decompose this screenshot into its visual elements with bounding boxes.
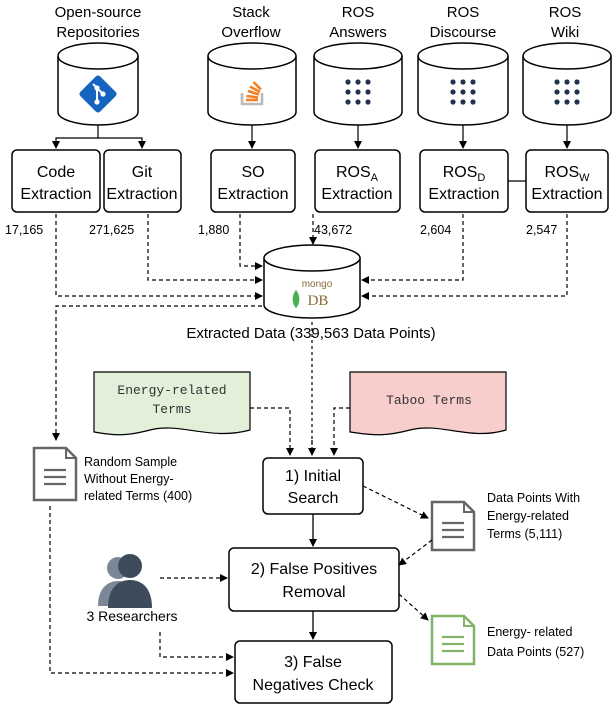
source-label-rosa-2: Answers xyxy=(329,24,387,41)
git-icon xyxy=(79,75,117,113)
rosd-extraction-label-2: Extraction xyxy=(428,186,499,203)
energy-terms-doc xyxy=(93,371,251,436)
flow-connectors xyxy=(49,485,433,677)
code-extraction-label: Code xyxy=(37,164,75,181)
git-extraction-box xyxy=(103,149,182,213)
data-points-label-3: Terms (5,111) xyxy=(487,527,562,541)
false-positives-label-2: Removal xyxy=(282,584,345,601)
git-extraction-label-2: Extraction xyxy=(106,186,177,203)
taboo-terms-doc xyxy=(349,371,507,436)
code-count: 17,165 xyxy=(5,223,43,237)
source-connectors xyxy=(52,125,571,182)
so-count: 1,880 xyxy=(198,223,229,237)
ros-discourse-icon xyxy=(450,79,476,105)
source-label-rosw-2: Wiki xyxy=(551,24,579,41)
so-extraction-label: SO xyxy=(241,164,264,181)
source-label-stack: Stack xyxy=(232,4,270,21)
false-negatives-label-2: Negatives Check xyxy=(253,677,375,694)
code-extraction-box xyxy=(11,149,101,213)
data-points-label-2: Energy-related xyxy=(487,509,569,523)
source-label-rosd: ROS xyxy=(447,4,480,21)
initial-search-label-2: Search xyxy=(288,490,339,507)
mongo-logo-bottom: DB xyxy=(308,293,329,309)
random-sample-doc-icon xyxy=(32,446,78,502)
rosd-extraction-label: ROSD xyxy=(443,164,486,184)
rosw-count: 2,547 xyxy=(526,223,557,237)
random-sample-label-2: Without Energy- xyxy=(84,472,174,486)
false-positives-box xyxy=(228,547,400,612)
stack-overflow-icon xyxy=(240,81,264,106)
source-label-repos-2: Repositories xyxy=(56,24,139,41)
rosw-extraction-label: ROSW xyxy=(544,164,590,184)
terms-connectors xyxy=(250,322,350,456)
rosa-extraction-label-2: Extraction xyxy=(321,186,392,203)
energy-terms-label: Energy-related xyxy=(117,383,226,398)
extraction-connectors xyxy=(52,214,568,441)
code-extraction-label-2: Extraction xyxy=(20,186,91,203)
rosw-extraction-box xyxy=(525,149,609,213)
rosd-extraction-box xyxy=(419,149,509,213)
git-count: 271,625 xyxy=(89,223,134,237)
false-negatives-label: 3) False xyxy=(284,654,342,671)
mongodb-leaf-icon xyxy=(292,290,300,308)
false-positives-label: 2) False Positives xyxy=(251,561,377,578)
rosw-extraction-label-2: Extraction xyxy=(531,186,602,203)
ros-answers-icon xyxy=(345,79,371,105)
rosa-extraction-label: ROSA xyxy=(336,164,379,184)
so-extraction-label-2: Extraction xyxy=(217,186,288,203)
extracted-data-caption: Extracted Data (339,563 Data Points) xyxy=(186,325,435,342)
rosa-count: 43,672 xyxy=(314,223,352,237)
energy-data-label: Energy- related xyxy=(487,625,573,639)
initial-search-label: 1) Initial xyxy=(285,468,341,485)
false-negatives-box xyxy=(234,640,393,704)
rosd-count: 2,604 xyxy=(420,223,451,237)
source-label-rosa: ROS xyxy=(342,4,375,21)
energy-terms-label-2: Terms xyxy=(152,402,191,417)
ros-wiki-icon xyxy=(554,79,580,105)
source-label-rosw: ROS xyxy=(549,4,582,21)
database-stack xyxy=(207,42,297,126)
git-extraction-label: Git xyxy=(132,164,153,181)
researchers-icon xyxy=(98,554,152,608)
mongo-logo-top: mongo xyxy=(302,279,333,290)
rosa-extraction-box xyxy=(314,149,401,213)
energy-data-doc-icon xyxy=(430,614,476,666)
data-points-label: Data Points With xyxy=(487,491,580,505)
random-sample-label-3: related Terms (400) xyxy=(84,489,192,503)
random-sample-label: Random Sample xyxy=(84,455,177,469)
source-label-stack-2: Overflow xyxy=(221,24,280,41)
data-points-doc-icon xyxy=(430,500,476,552)
source-label-repos: Open-source xyxy=(55,4,142,21)
mongodb-database xyxy=(263,244,361,319)
so-extraction-box xyxy=(210,149,296,213)
taboo-terms-label: Taboo Terms xyxy=(386,393,472,408)
source-label-rosd-2: Discourse xyxy=(430,24,497,41)
researchers-label: 3 Researchers xyxy=(86,608,177,624)
energy-data-label-2: Data Points (527) xyxy=(487,645,584,659)
